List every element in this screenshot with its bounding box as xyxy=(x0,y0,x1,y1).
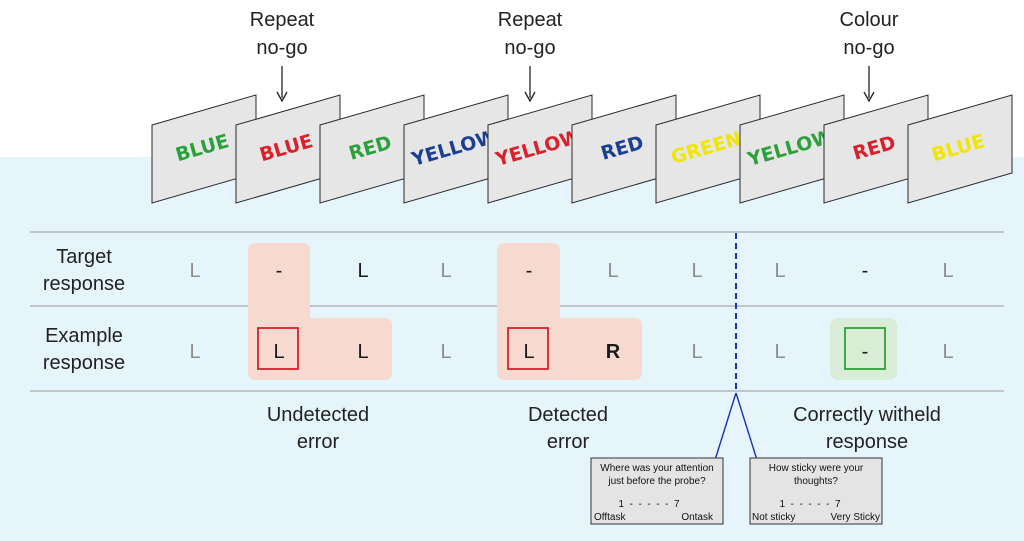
example-response-cell: L xyxy=(273,341,284,363)
example-response-cell: - xyxy=(862,341,869,363)
correct-response-box xyxy=(844,327,886,370)
outcome-undetected-label: Undetected xyxy=(267,404,369,426)
stimulus-card: BLUE xyxy=(235,94,341,204)
annotation-repeat-1: Repeat no-go xyxy=(250,9,315,103)
arrow-head-icon xyxy=(276,91,288,103)
row-label-target-line2: response xyxy=(43,273,125,295)
probe-box xyxy=(590,457,724,525)
stimulus-card: YELLOW xyxy=(403,94,509,204)
stimulus-card: GREEN xyxy=(655,94,761,204)
outcome-withheld-label-line2: response xyxy=(826,431,908,453)
annotation-colour: Colour no-go xyxy=(840,9,899,103)
target-response-cell: L xyxy=(189,260,200,282)
stimulus-card: BLUE xyxy=(907,94,1013,204)
target-response-cell: - xyxy=(862,260,869,282)
probe-connector-left xyxy=(714,392,737,461)
row-label-example-line2: response xyxy=(43,352,125,374)
annotation-line1: Repeat xyxy=(498,9,563,31)
error-response-box xyxy=(257,327,299,370)
stimulus-card: BLUE xyxy=(151,94,257,204)
example-response-cell: L xyxy=(357,341,368,363)
outcome-detected-label-line2: error xyxy=(547,431,590,453)
probe-scale: 1 - - - - - 7 xyxy=(779,499,841,510)
row-label-example: Example xyxy=(45,325,123,347)
example-response-cell: L xyxy=(523,341,534,363)
stimulus-card: YELLOW xyxy=(739,94,845,204)
target-response-cell: L xyxy=(774,260,785,282)
target-response-cell: L xyxy=(440,260,451,282)
probe-scale-low: Not sticky xyxy=(752,512,795,523)
undetected-error-highlight xyxy=(248,243,392,380)
probe-scale: 1 - - - - - 7 xyxy=(618,499,680,510)
outcome-withheld-label: Correctly witheld xyxy=(793,404,941,426)
arrow-head-icon xyxy=(863,91,875,103)
probe-scale-high: Ontask xyxy=(681,512,714,523)
example-response-cell: L xyxy=(189,341,200,363)
correct-withhold-highlight xyxy=(830,318,897,380)
arrow-head-icon xyxy=(524,91,536,103)
target-response-cell: L xyxy=(942,260,953,282)
probe-question: Where was your attention xyxy=(600,463,713,474)
target-response-cell: L xyxy=(691,260,702,282)
annotation-line1: Colour xyxy=(840,9,899,31)
probe-question-line2: thoughts? xyxy=(794,476,838,487)
probe-connector-right xyxy=(735,392,758,461)
annotation-line1: Repeat xyxy=(250,9,315,31)
target-response-cell: L xyxy=(357,260,368,282)
example-response-cell: R xyxy=(606,341,621,363)
probe-question-line2: just before the probe? xyxy=(607,476,706,487)
response-cells: L - L L - L L L - L L L L L L R L L - L xyxy=(189,260,953,363)
probe-attention: Where was your attention just before the… xyxy=(590,457,724,525)
probe-scale-high: Very Sticky xyxy=(831,512,880,523)
target-response-cell: - xyxy=(526,260,533,282)
annotation-line2: no-go xyxy=(504,37,555,59)
example-response-cell: L xyxy=(440,341,451,363)
target-response-cell: L xyxy=(607,260,618,282)
example-response-cell: L xyxy=(942,341,953,363)
card-face xyxy=(907,94,1013,204)
annotation-line2: no-go xyxy=(256,37,307,59)
example-response-cell: L xyxy=(774,341,785,363)
probe-box xyxy=(749,457,883,525)
error-response-box xyxy=(507,327,549,370)
annotation-repeat-2: Repeat no-go xyxy=(498,9,563,103)
target-response-cell: - xyxy=(276,260,283,282)
stimulus-card: RED xyxy=(823,94,929,204)
outcome-detected-label: Detected xyxy=(528,404,608,426)
example-response-cell: L xyxy=(691,341,702,363)
probe-stickiness: How sticky were your thoughts? 1 - - - -… xyxy=(749,457,883,525)
outcome-undetected-label-line2: error xyxy=(297,431,340,453)
annotation-line2: no-go xyxy=(843,37,894,59)
probe-scale-low: Offtask xyxy=(594,512,626,523)
probe-question: How sticky were your xyxy=(769,463,864,474)
detected-error-highlight xyxy=(497,243,642,380)
stimulus-card: RED xyxy=(571,94,677,204)
row-label-target: Target xyxy=(56,246,112,268)
stimulus-card: RED xyxy=(319,94,425,204)
